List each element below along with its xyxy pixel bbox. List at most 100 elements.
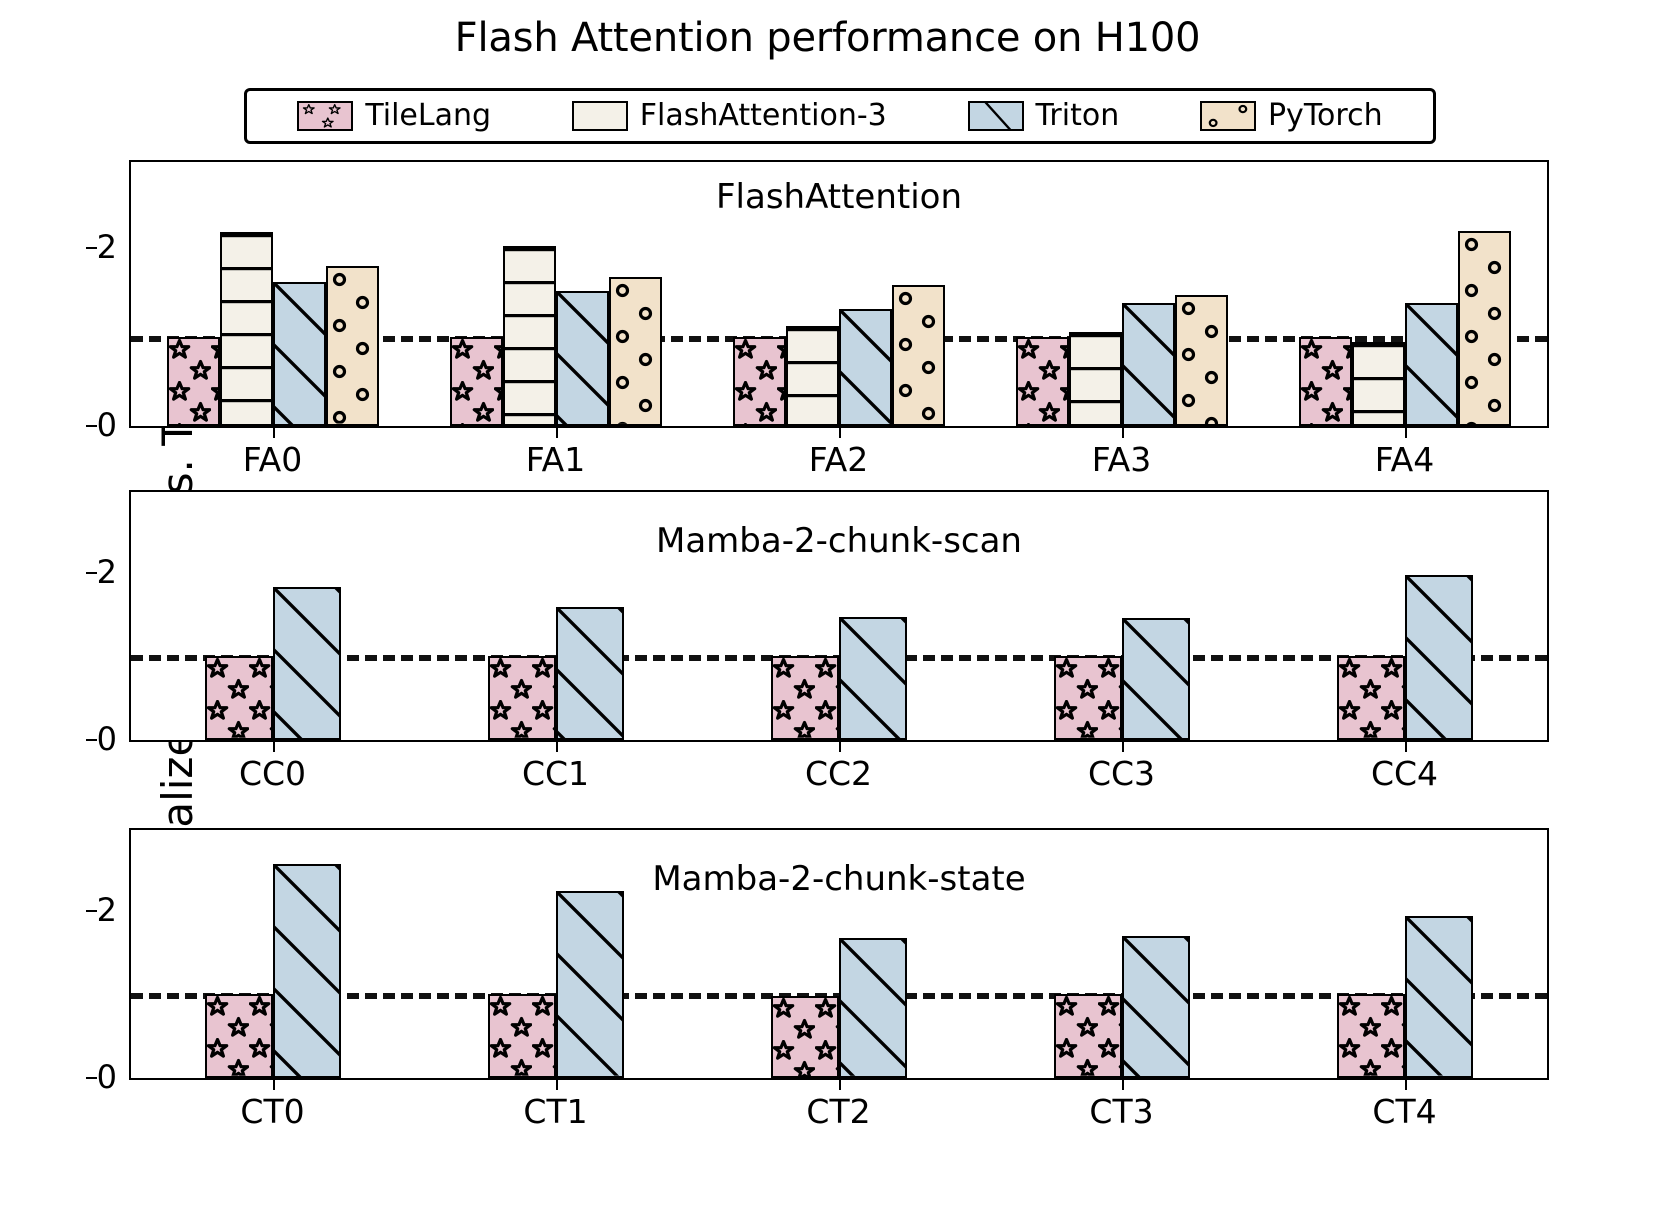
bar-triton-fa3 bbox=[1121, 302, 1175, 426]
bar-tilelang-cc2 bbox=[770, 656, 839, 740]
y-tick-mark bbox=[85, 739, 97, 741]
bar-flashattention3-fa2 bbox=[785, 326, 839, 426]
bar-tilelang-cc4 bbox=[1336, 656, 1405, 740]
bar-triton-cc2 bbox=[838, 616, 907, 740]
subplot-title: Mamba-2-chunk-state bbox=[652, 859, 1026, 899]
x-tick-mark bbox=[1121, 1078, 1124, 1090]
bar-tilelang-fa1 bbox=[449, 336, 503, 426]
bar-triton-ct2 bbox=[838, 938, 907, 1078]
legend-item-pytorch[interactable]: PyTorch bbox=[1199, 98, 1383, 133]
plot-area: FlashAttention bbox=[131, 162, 1547, 426]
y-tick-mark bbox=[85, 909, 97, 912]
bar-pytorch-fa3 bbox=[1174, 294, 1228, 426]
x-tick-label-ct4: CT4 bbox=[1372, 1092, 1437, 1131]
bar-pytorch-fa1 bbox=[608, 277, 662, 426]
x-tick-label-fa0: FA0 bbox=[242, 440, 303, 479]
bar-tilelang-fa0 bbox=[166, 336, 220, 426]
legend-item-triton[interactable]: Triton bbox=[967, 98, 1120, 133]
x-tick-mark bbox=[272, 426, 275, 438]
bar-triton-ct1 bbox=[555, 891, 624, 1078]
x-tick-mark bbox=[272, 1078, 275, 1090]
y-tick-label: 2 bbox=[85, 894, 131, 926]
bar-triton-ct0 bbox=[272, 863, 341, 1078]
legend-label-triton: Triton bbox=[1035, 98, 1120, 133]
x-tick-label-fa1: FA1 bbox=[525, 440, 586, 479]
x-tick-label-cc2: CC2 bbox=[804, 754, 873, 793]
legend-item-flashattention3[interactable]: FlashAttention-3 bbox=[571, 98, 887, 133]
x-tick-label-cc0: CC0 bbox=[238, 754, 307, 793]
subplot-flashattention: FlashAttention bbox=[85, 160, 1549, 478]
legend-label-tilelang: TileLang bbox=[365, 98, 492, 133]
line-hatch-swatch bbox=[571, 101, 628, 131]
bar-triton-cc3 bbox=[1121, 617, 1190, 740]
x-tick-label-ct0: CT0 bbox=[240, 1092, 305, 1131]
bar-triton-ct4 bbox=[1404, 916, 1473, 1078]
y-tick-mark bbox=[85, 1077, 97, 1079]
bar-tilelang-ct2 bbox=[770, 995, 839, 1078]
y-tick-mark bbox=[85, 571, 97, 574]
bar-flashattention3-fa1 bbox=[502, 245, 556, 426]
bar-pytorch-fa0 bbox=[325, 266, 379, 426]
x-tick-label-cc4: CC4 bbox=[1370, 754, 1439, 793]
subplot-title: FlashAttention bbox=[715, 177, 963, 217]
bar-triton-fa0 bbox=[272, 281, 326, 426]
bar-triton-fa2 bbox=[838, 309, 892, 426]
bar-tilelang-fa3 bbox=[1015, 336, 1069, 426]
bar-tilelang-fa4 bbox=[1298, 336, 1352, 426]
bar-triton-cc1 bbox=[555, 606, 624, 740]
bar-triton-ct3 bbox=[1121, 935, 1190, 1078]
bar-tilelang-fa2 bbox=[732, 336, 786, 426]
y-tick-mark bbox=[85, 246, 97, 249]
x-tick-label-cc3: CC3 bbox=[1087, 754, 1156, 793]
bar-pytorch-fa4 bbox=[1457, 230, 1511, 426]
plot-area: Mamba-2-chunk-scan bbox=[131, 492, 1547, 740]
x-tick-mark bbox=[1121, 426, 1124, 438]
x-tick-label-fa4: FA4 bbox=[1374, 440, 1435, 479]
x-tick-mark bbox=[1404, 1078, 1407, 1090]
x-tick-mark bbox=[1121, 740, 1124, 752]
legend: TileLang FlashAttention-3 Triton PyTorch bbox=[244, 88, 1436, 144]
subplot-mamba2-chunk-state: Mamba-2-chunk-state bbox=[85, 828, 1549, 1130]
y-tick-label: 2 bbox=[85, 556, 131, 588]
diagonal-hatch-swatch bbox=[967, 101, 1024, 131]
legend-label-pytorch: PyTorch bbox=[1267, 98, 1383, 133]
figure-title: Flash Attention performance on H100 bbox=[454, 15, 1201, 61]
x-tick-mark bbox=[272, 740, 275, 752]
x-tick-mark bbox=[838, 740, 841, 752]
x-tick-label-cc1: CC1 bbox=[521, 754, 590, 793]
bar-tilelang-cc1 bbox=[487, 656, 556, 740]
y-tick-mark bbox=[85, 425, 97, 427]
bar-tilelang-cc3 bbox=[1053, 656, 1122, 740]
x-tick-mark bbox=[1404, 426, 1407, 438]
bar-flashattention3-fa4 bbox=[1351, 342, 1405, 426]
plot-area: Mamba-2-chunk-state bbox=[131, 830, 1547, 1078]
x-tick-mark bbox=[555, 740, 558, 752]
x-tick-label-ct1: CT1 bbox=[523, 1092, 588, 1131]
x-tick-mark bbox=[838, 1078, 841, 1090]
y-tick-label: 2 bbox=[85, 231, 131, 263]
subplot-title: Mamba-2-chunk-scan bbox=[656, 521, 1022, 561]
circle-hatch-swatch bbox=[1199, 101, 1256, 131]
bar-triton-fa4 bbox=[1404, 302, 1458, 426]
bar-tilelang-ct0 bbox=[204, 994, 273, 1078]
bar-tilelang-ct1 bbox=[487, 994, 556, 1078]
x-tick-label-fa2: FA2 bbox=[808, 440, 869, 479]
bar-triton-cc4 bbox=[1404, 575, 1473, 740]
bar-flashattention3-fa3 bbox=[1068, 331, 1122, 426]
bar-triton-cc0 bbox=[272, 586, 341, 740]
bar-flashattention3-fa0 bbox=[219, 231, 273, 426]
y-tick-label: 0 bbox=[85, 1061, 131, 1093]
legend-label-flashattention3: FlashAttention-3 bbox=[639, 98, 887, 133]
subplot-mamba2-chunk-scan: Mamba-2-chunk-scan bbox=[85, 490, 1549, 792]
bar-tilelang-cc0 bbox=[204, 656, 273, 740]
x-tick-mark bbox=[555, 1078, 558, 1090]
bar-tilelang-ct3 bbox=[1053, 994, 1122, 1078]
star-hatch-swatch bbox=[297, 101, 354, 131]
x-tick-label-ct2: CT2 bbox=[806, 1092, 871, 1131]
y-tick-label: 0 bbox=[85, 723, 131, 755]
legend-item-tilelang[interactable]: TileLang bbox=[297, 101, 491, 131]
x-tick-mark bbox=[1404, 740, 1407, 752]
y-tick-label: 0 bbox=[85, 409, 131, 441]
bar-tilelang-ct4 bbox=[1336, 994, 1405, 1078]
